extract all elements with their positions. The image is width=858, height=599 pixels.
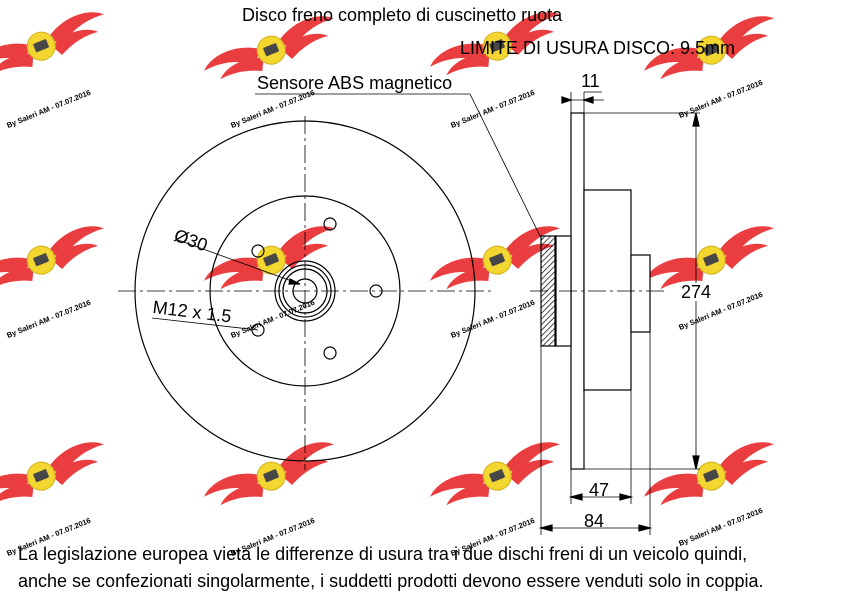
bore-leader (177, 239, 301, 285)
footer-note-line2: anche se confezionati singolarmente, i s… (18, 571, 764, 591)
thread-leader (151, 317, 259, 331)
hub-body (583, 189, 632, 391)
bolt-hole (323, 217, 337, 231)
abs-sensor-label: Sensore ABS magnetico (257, 73, 453, 93)
wear-limit-note: LIMITE DI USURA DISCO: 9.5mm (460, 38, 736, 58)
disc-diameter-dimension: 274 (681, 282, 712, 302)
sensor-leader (469, 93, 543, 241)
total-width-dimension: 84 (584, 511, 605, 531)
bolt-hole (251, 244, 265, 258)
side-view (255, 91, 700, 535)
thickness-dimension: 11 (581, 71, 600, 91)
hub-cap (630, 254, 651, 333)
front-view (118, 116, 492, 470)
hub-width-dimension: 47 (589, 480, 610, 500)
bolt-hole (251, 323, 265, 337)
bolt-hole (323, 346, 337, 360)
drawing-title: Disco freno completo di cuscinetto ruota (242, 5, 563, 25)
footer-note-line1: La legislazione europea vieta le differe… (18, 544, 748, 564)
